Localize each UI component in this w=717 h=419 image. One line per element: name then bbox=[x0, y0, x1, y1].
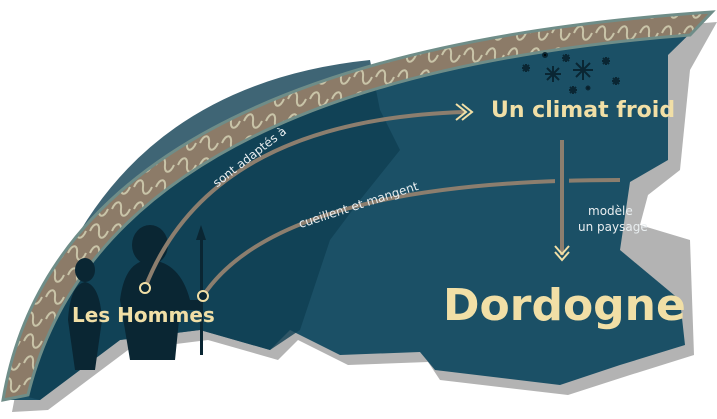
node-region: Dordogne bbox=[443, 280, 686, 331]
decorative-border bbox=[1, 10, 716, 402]
node-dot-gather bbox=[197, 290, 209, 302]
cave-shadow-region bbox=[20, 60, 400, 400]
arrow-chevron-down-icon bbox=[554, 245, 570, 262]
snowflakes-icon bbox=[522, 52, 620, 94]
connector-adapted bbox=[143, 110, 466, 289]
arrow-chevron-right-icon bbox=[455, 103, 474, 121]
connector-gather bbox=[201, 178, 621, 298]
node-people: Les Hommes bbox=[72, 303, 215, 327]
link-label-shape-line1: modèle bbox=[588, 204, 633, 218]
link-label-shape-line2: un paysage bbox=[578, 220, 648, 234]
node-climate: Un climat froid bbox=[491, 98, 676, 123]
node-dot-adapted bbox=[139, 282, 151, 294]
